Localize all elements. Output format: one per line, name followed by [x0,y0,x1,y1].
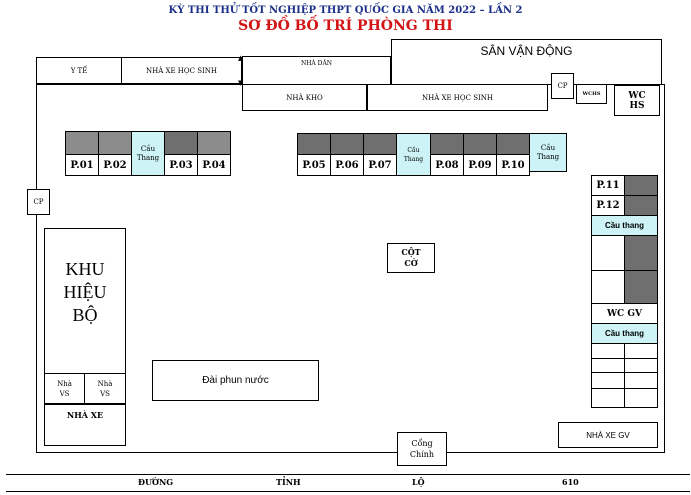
road-label-4: 610 [562,477,579,487]
room-p12: P.12 [591,195,625,216]
nha-xe-gv: NHÀ XE GV [558,422,658,448]
nha-dan: NHÀ DÂN [242,56,391,85]
wc-gv: WC GV [591,303,658,324]
room-upper-8 [430,133,464,155]
road-label-3: LỘ [412,477,425,487]
nha-xe-hoc-sinh-top: NHÀ XE HỌC SINH [121,57,242,84]
room-right-a [591,235,625,271]
road-line-bottom [6,491,690,492]
room-upper-7 [363,133,397,155]
room-p10: P.10 [496,154,530,176]
road-line-top [6,474,690,475]
nha-xe-left: NHÀ XE [44,404,126,446]
room-p08: P.08 [430,154,464,176]
room-p01: P.01 [65,154,99,176]
arrow-up-icon: ▲ [238,54,244,62]
room-p03: P.03 [164,154,198,176]
dai-phun-nuoc: Đài phun nước [152,360,319,401]
room-p04: P.04 [197,154,231,176]
room-p09: P.09 [463,154,497,176]
room-p12-side [624,195,658,216]
room-upper-10 [496,133,530,155]
room-right-a-side [624,235,658,271]
road-label-2: TỈNH [276,477,301,487]
y-te: Y TẾ [36,57,122,84]
room-upper-4 [197,131,231,155]
stairs-right-upper: Cầu thang [591,215,658,236]
room-p02: P.02 [98,154,132,176]
wc-hs: WC HS [614,85,660,116]
room-upper-2 [98,131,132,155]
room-p11-side [624,175,658,196]
page-subtitle: SƠ ĐỒ BỐ TRÍ PHÒNG THI [238,18,453,34]
room-upper-9 [463,133,497,155]
room-p06: P.06 [330,154,364,176]
room-right-b-side [624,270,658,304]
room-p07: P.07 [363,154,397,176]
room-upper-3 [164,131,198,155]
page-title: KỲ THI THỬ TỐT NGHIỆP THPT QUỐC GIA NĂM … [168,5,523,16]
arrow-down-icon: ▼ [238,79,244,87]
room-upper-5 [297,133,331,155]
nha-kho: NHÀ KHO [242,84,367,111]
san-van-dong: SÂN VẬN ĐỘNG [391,39,662,85]
room-right-b [591,270,625,304]
room-p05: P.05 [297,154,331,176]
room-upper-6 [330,133,364,155]
road-label-1: ĐƯỜNG [138,477,174,487]
cp-left: CP [27,189,50,215]
room-p11: P.11 [591,175,625,196]
room-upper-1 [65,131,99,155]
nha-xe-hoc-sinh-mid: NHÀ XE HỌC SINH [367,84,548,111]
cp-top: CP [551,73,574,99]
stairs-right-lower: Cầu thang [591,323,658,344]
wchs-small: WCHS [576,84,607,104]
grid-divider [624,343,625,408]
